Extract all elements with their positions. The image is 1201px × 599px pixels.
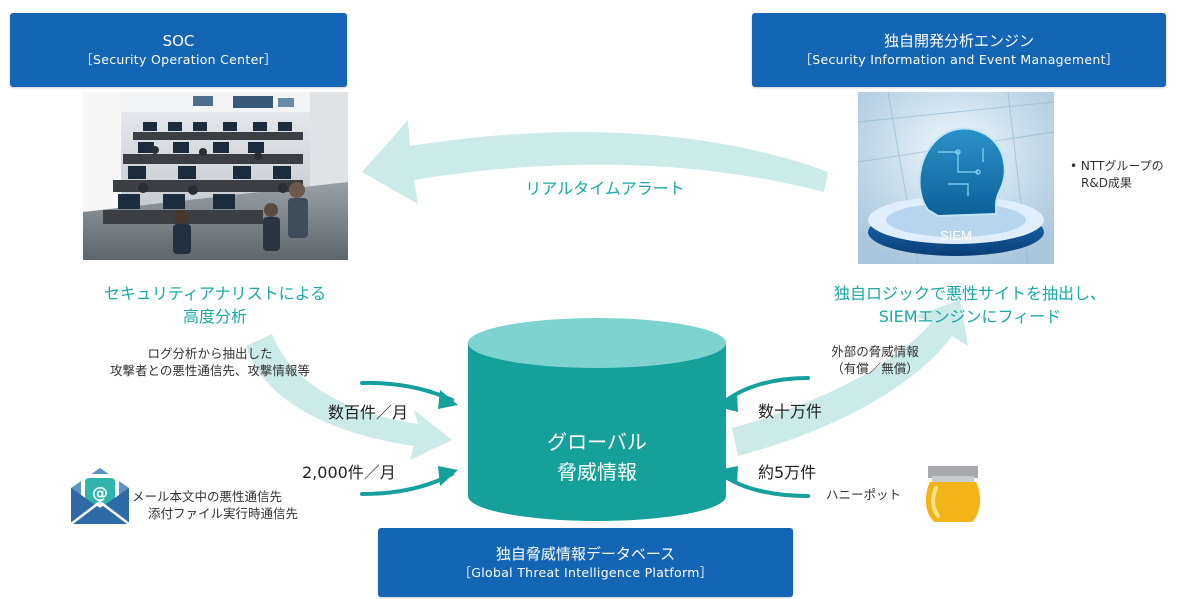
ntt-note: • NTTグループの R&D成果 bbox=[1070, 158, 1164, 192]
log-input-line1: ログ分析から抽出した bbox=[147, 346, 273, 361]
database-to-siem-arrow bbox=[732, 300, 968, 456]
ntt-note-line2: R&D成果 bbox=[1081, 176, 1132, 190]
siem-subtitle: ［Security Information and Event Manageme… bbox=[799, 52, 1119, 67]
cylinder-label-line2: 脅威情報 bbox=[557, 460, 637, 484]
mail-input-description: メール本文中の悪性通信先 添付ファイル実行時通信先 bbox=[132, 488, 347, 522]
honeypot-input-description: ハニーポット bbox=[826, 487, 902, 502]
soc-photo bbox=[83, 92, 348, 260]
mail-at-symbol: @ bbox=[92, 483, 108, 502]
database-title: 独自脅威情報データベース bbox=[495, 544, 676, 563]
database-title-box: 独自脅威情報データベース ［Global Threat Intelligence… bbox=[378, 528, 793, 597]
external-input-arrow bbox=[722, 376, 810, 404]
analyst-caption: セキュリティアナリストによる 高度分析 bbox=[60, 282, 370, 328]
external-input-line2: （有償／無償） bbox=[831, 361, 919, 376]
siem-caption: 独自ロジックで悪性サイトを抽出し、 SIEMエンジンにフィード bbox=[780, 282, 1160, 328]
cylinder-label: グローバル 脅威情報 bbox=[468, 427, 726, 487]
cylinder-label-line1: グローバル bbox=[547, 430, 647, 454]
siem-caption-line1: 独自ロジックで悪性サイトを抽出し、 bbox=[833, 284, 1106, 303]
database-subtitle: ［Global Threat Intelligence Platform］ bbox=[458, 564, 713, 580]
mail-icon: @ bbox=[70, 468, 130, 525]
log-input-description: ログ分析から抽出した 攻撃者との悪性通信先、攻撃情報等 bbox=[80, 345, 340, 379]
mail-input-line2: 添付ファイル実行時通信先 bbox=[148, 506, 299, 521]
siem-title-box: 独自開発分析エンジン ［Security Information and Eve… bbox=[752, 13, 1166, 87]
mail-input-line1: メール本文中の悪性通信先 bbox=[132, 489, 283, 504]
log-input-count: 数百件／月 bbox=[328, 403, 409, 422]
siem-caption-line2: SIEMエンジンにフィード bbox=[878, 307, 1062, 326]
analyst-caption-line2: 高度分析 bbox=[182, 307, 247, 326]
realtime-alert-arrow bbox=[362, 120, 828, 204]
analyst-caption-line1: セキュリティアナリストによる bbox=[103, 284, 327, 303]
log-input-line2: 攻撃者との悪性通信先、攻撃情報等 bbox=[110, 363, 310, 378]
soc-title: SOC bbox=[162, 32, 195, 50]
siem-engine-image: SIEM bbox=[858, 92, 1054, 264]
mail-input-count: 2,000件／月 bbox=[302, 463, 396, 482]
soc-title-box: SOC ［Security Operation Center］ bbox=[10, 13, 347, 87]
external-input-description: 外部の脅威情報 （有償／無償） bbox=[800, 343, 950, 377]
honeypot-icon bbox=[925, 466, 981, 522]
log-input-arrow bbox=[360, 380, 454, 402]
soc-subtitle: ［Security Operation Center］ bbox=[80, 52, 277, 67]
soc-to-database-arrow bbox=[246, 334, 452, 460]
siem-title: 独自開発分析エンジン bbox=[883, 32, 1034, 50]
realtime-alert-label: リアルタイムアラート bbox=[525, 179, 685, 198]
honeypot-input-count: 約5万件 bbox=[758, 463, 817, 482]
honeypot-input-arrow bbox=[722, 474, 810, 498]
external-input-count: 数十万件 bbox=[758, 402, 823, 421]
external-input-line1: 外部の脅威情報 bbox=[831, 344, 919, 359]
ntt-note-line1: • NTTグループの bbox=[1070, 159, 1164, 173]
siem-image-label: SIEM bbox=[940, 228, 972, 243]
global-threat-database-cylinder bbox=[468, 318, 726, 521]
